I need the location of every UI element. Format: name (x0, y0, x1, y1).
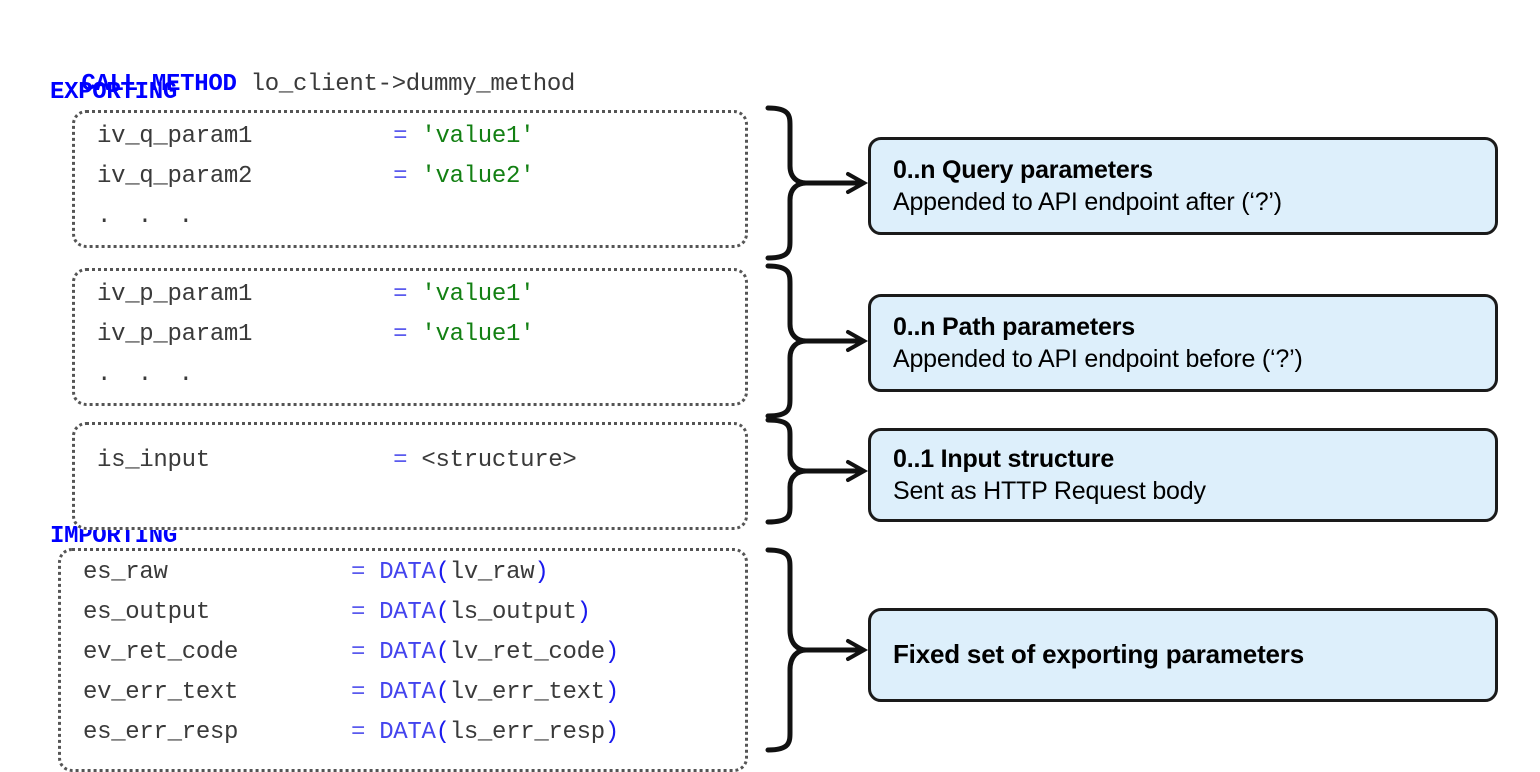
keyword-call-method: CALL METHOD (81, 71, 237, 98)
equals-sign: = (350, 719, 366, 746)
param-value: 'value1' (421, 123, 535, 150)
code-row: is_input = <structure> (97, 447, 577, 474)
data-function: DATA (379, 679, 436, 706)
param-value: 'value1' (421, 321, 535, 348)
param-value: <structure> (421, 447, 577, 474)
abap-code-snippet: CALL METHOD lo_client->dummy_method EXPO… (25, 44, 748, 772)
close-paren: ) (576, 599, 591, 626)
arrow-right-icon (803, 172, 869, 194)
code-row: iv_q_param2 = 'value2' (97, 163, 535, 190)
arrow-right-icon (803, 639, 869, 661)
code-box-importing-parameters: es_raw = DATA(lv_raw) es_output = DATA(l… (58, 548, 748, 772)
keyword-exporting: EXPORTING (50, 79, 177, 106)
code-row: es_output = DATA(ls_output) (83, 599, 591, 626)
equals-sign: = (350, 559, 366, 586)
arrow-right-icon (803, 330, 869, 352)
callout-query-parameters: 0..n Query parameters Appended to API en… (868, 137, 1498, 235)
callout-subtitle: Sent as HTTP Request body (893, 477, 1206, 505)
code-box-path-parameters: iv_p_param1 = 'value1' iv_p_param1 = 'va… (72, 268, 748, 406)
close-paren: ) (534, 559, 549, 586)
callout-title: Fixed set of exporting parameters (893, 639, 1304, 670)
code-row: iv_p_param1 = 'value1' (97, 321, 535, 348)
code-row: es_raw = DATA(lv_raw) (83, 559, 549, 586)
code-row: es_err_resp = DATA(ls_err_resp) (83, 719, 619, 746)
param-name: es_raw (83, 559, 168, 586)
equals-sign: = (393, 123, 408, 150)
data-arg: lv_raw (449, 559, 535, 586)
param-name: ev_ret_code (83, 639, 239, 666)
param-name: es_err_resp (83, 719, 239, 746)
callout-fixed-exporting-parameters: Fixed set of exporting parameters (868, 608, 1498, 702)
data-arg: lv_ret_code (449, 639, 605, 666)
code-row: iv_p_param1 = 'value1' (97, 281, 535, 308)
param-name: iv_q_param2 (97, 163, 253, 190)
open-paren: ( (435, 679, 450, 706)
param-value: 'value2' (421, 163, 535, 190)
data-function: DATA (379, 719, 436, 746)
param-name: ev_err_text (83, 679, 239, 706)
spacer (238, 719, 351, 746)
spacer (238, 639, 351, 666)
open-paren: ( (435, 559, 450, 586)
code-box-input-structure: is_input = <structure> (72, 422, 748, 530)
equals-sign: = (393, 321, 408, 348)
close-paren: ) (604, 679, 619, 706)
spacer (252, 163, 393, 190)
code-row: iv_q_param1 = 'value1' (97, 123, 535, 150)
data-function: DATA (379, 559, 436, 586)
equals-sign: = (350, 599, 366, 626)
spacer (252, 321, 393, 348)
spacer (168, 559, 351, 586)
spacer (210, 447, 393, 474)
param-name: iv_p_param1 (97, 281, 253, 308)
param-value: 'value1' (421, 281, 535, 308)
close-paren: ) (604, 719, 619, 746)
ellipsis-row: . . . (97, 203, 200, 230)
call-method-line: CALL METHOD lo_client->dummy_method (25, 44, 575, 125)
spacer (252, 123, 393, 150)
code-row: ev_err_text = DATA(lv_err_text) (83, 679, 619, 706)
close-paren: ) (604, 639, 619, 666)
callout-path-parameters: 0..n Path parameters Appended to API end… (868, 294, 1498, 392)
code-box-query-parameters: iv_q_param1 = 'value1' iv_q_param2 = 'va… (72, 110, 748, 248)
callout-title: 0..n Path parameters (893, 313, 1135, 341)
callout-title: 0..1 Input structure (893, 445, 1115, 473)
data-arg: lv_err_text (449, 679, 605, 706)
param-name: is_input (97, 447, 210, 474)
open-paren: ( (435, 719, 450, 746)
equals-sign: = (350, 679, 366, 706)
spacer (252, 281, 393, 308)
data-function: DATA (379, 599, 436, 626)
arrow-right-icon (803, 460, 869, 482)
equals-sign: = (350, 639, 366, 666)
code-row: ev_ret_code = DATA(lv_ret_code) (83, 639, 619, 666)
spacer (238, 679, 351, 706)
open-paren: ( (435, 639, 450, 666)
spacer (210, 599, 351, 626)
call-method-target: lo_client->dummy_method (236, 71, 576, 98)
equals-sign: = (393, 163, 408, 190)
equals-sign: = (393, 447, 408, 474)
param-name: es_output (83, 599, 210, 626)
data-arg: ls_err_resp (449, 719, 605, 746)
param-name: iv_q_param1 (97, 123, 253, 150)
data-arg: ls_output (449, 599, 577, 626)
data-function: DATA (379, 639, 436, 666)
param-name: iv_p_param1 (97, 321, 253, 348)
callout-subtitle: Appended to API endpoint before (‘?’) (893, 345, 1303, 373)
callout-subtitle: Appended to API endpoint after (‘?’) (893, 188, 1282, 216)
callout-input-structure: 0..1 Input structure Sent as HTTP Reques… (868, 428, 1498, 522)
open-paren: ( (435, 599, 450, 626)
callout-title: 0..n Query parameters (893, 156, 1153, 184)
ellipsis-row: . . . (97, 361, 200, 388)
equals-sign: = (393, 281, 408, 308)
